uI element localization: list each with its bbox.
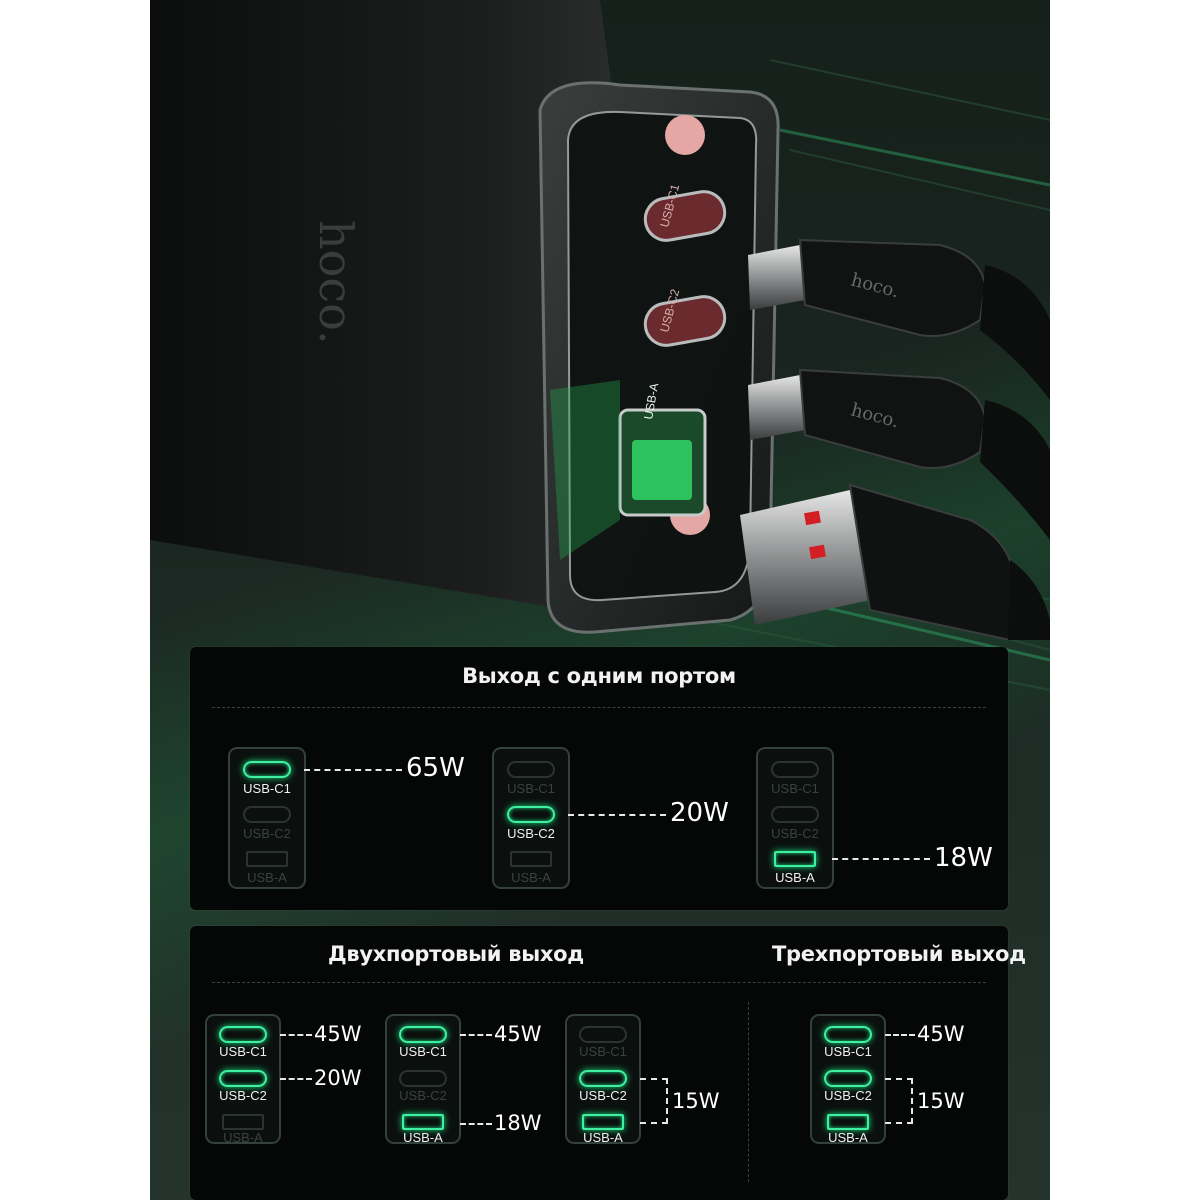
usb-a-port-icon (222, 1114, 264, 1130)
usb-c1-port-icon (507, 761, 555, 778)
usb-a-port-icon (246, 851, 288, 867)
usb-c2-label: USB-C2 (219, 1088, 267, 1103)
power-triple-c1: 45W (917, 1022, 965, 1046)
lead-line (885, 1034, 915, 1036)
power-a-single: 18W (934, 843, 993, 873)
usb-a-label: USB-A (247, 870, 287, 885)
port-diagram-c2: USB-C1 USB-C2 USB-A (492, 747, 570, 889)
usb-c2-label: USB-C2 (579, 1088, 627, 1103)
lead-line (280, 1078, 312, 1080)
product-image-area: hoco. USB-C1 USB-C2 USB-A hoco. hoco. (150, 0, 1050, 1200)
usb-c2-port-icon (507, 806, 555, 823)
triple-port-title: Трехпортовый выход (772, 942, 1026, 966)
power-dual2-c1: 45W (494, 1022, 542, 1046)
lead-line (280, 1034, 312, 1036)
lead-line (460, 1034, 492, 1036)
multi-port-panel: Двухпортовый выход Трехпортовый выход US… (190, 926, 1026, 1200)
usb-c1-label: USB-C1 (579, 1044, 627, 1059)
usb-a-port-icon (510, 851, 552, 867)
lead-line (832, 858, 930, 860)
usb-a-label: USB-A (583, 1130, 623, 1145)
title-divider (212, 982, 986, 983)
usb-c2-label: USB-C2 (243, 826, 291, 841)
usb-a-port-icon (402, 1114, 444, 1130)
power-triple-c2-a: 15W (917, 1089, 965, 1113)
power-c1-single: 65W (406, 753, 465, 783)
usb-c2-label: USB-C2 (507, 826, 555, 841)
usb-a-label: USB-A (828, 1130, 868, 1145)
dual-diagram-c1-c2: USB-C1 USB-C2 USB-A (205, 1014, 281, 1145)
usb-c2-port-icon (399, 1070, 447, 1087)
single-port-title: Выход с одним портом (462, 664, 736, 688)
usb-c2-port-icon (219, 1070, 267, 1087)
usb-c2-label: USB-C2 (771, 826, 819, 841)
usb-c2-port-icon (824, 1070, 872, 1087)
triple-diagram: USB-C1 USB-C2 USB-A (810, 1014, 886, 1145)
charger-illustration: hoco. USB-C1 USB-C2 USB-A hoco. hoco. (150, 0, 1050, 640)
dual-diagram-c1-a: USB-C1 USB-C2 USB-A (385, 1014, 461, 1145)
usb-c1-label: USB-C1 (243, 781, 291, 796)
lead-line (460, 1123, 492, 1125)
usb-c1-label: USB-C1 (219, 1044, 267, 1059)
dual-diagram-c2-a: USB-C1 USB-C2 USB-A (565, 1014, 641, 1145)
usb-c1-label: USB-C1 (507, 781, 555, 796)
usb-c1-label: USB-C1 (399, 1044, 447, 1059)
usb-c1-port-icon (219, 1026, 267, 1043)
lead-line (304, 769, 402, 771)
dual-port-title: Двухпортовый выход (328, 942, 584, 966)
usb-c1-label: USB-C1 (771, 781, 819, 796)
section-divider (748, 1002, 749, 1182)
usb-c2-port-icon (579, 1070, 627, 1087)
usb-a-port-icon (582, 1114, 624, 1130)
lead-line (568, 814, 666, 816)
port-diagram-c1: USB-C1 USB-C2 USB-A (228, 747, 306, 889)
single-port-panel: Выход с одним портом USB-C1 USB-C2 USB-A… (190, 647, 1008, 910)
power-dual1-c1: 45W (314, 1022, 362, 1046)
usb-a-label: USB-A (223, 1130, 263, 1145)
usb-a-label: USB-A (775, 870, 815, 885)
usb-c2-port-icon (243, 806, 291, 823)
usb-c1-port-icon (824, 1026, 872, 1043)
usb-c1-port-icon (243, 761, 291, 778)
power-dual3-c2-a: 15W (672, 1089, 720, 1113)
usb-c2-port-icon (771, 806, 819, 823)
usb-c1-port-icon (579, 1026, 627, 1043)
power-c2-single: 20W (670, 798, 729, 828)
usb-c1-label: USB-C1 (824, 1044, 872, 1059)
usb-c2-label: USB-C2 (824, 1088, 872, 1103)
bracket-line (885, 1078, 913, 1124)
usb-c1-port-icon (771, 761, 819, 778)
usb-a-label: USB-A (403, 1130, 443, 1145)
usb-c1-port-icon (399, 1026, 447, 1043)
port-diagram-a: USB-C1 USB-C2 USB-A (756, 747, 834, 889)
body-logo: hoco. (309, 220, 363, 345)
usb-a-port-icon (774, 851, 816, 867)
usb-a-label: USB-A (511, 870, 551, 885)
power-dual2-a: 18W (494, 1111, 542, 1135)
title-divider (212, 707, 986, 708)
power-dual1-c2: 20W (314, 1066, 362, 1090)
usb-a-port-icon (827, 1114, 869, 1130)
bracket-line (640, 1078, 668, 1124)
port-label-a: USB-A (641, 382, 661, 421)
usb-c2-label: USB-C2 (399, 1088, 447, 1103)
